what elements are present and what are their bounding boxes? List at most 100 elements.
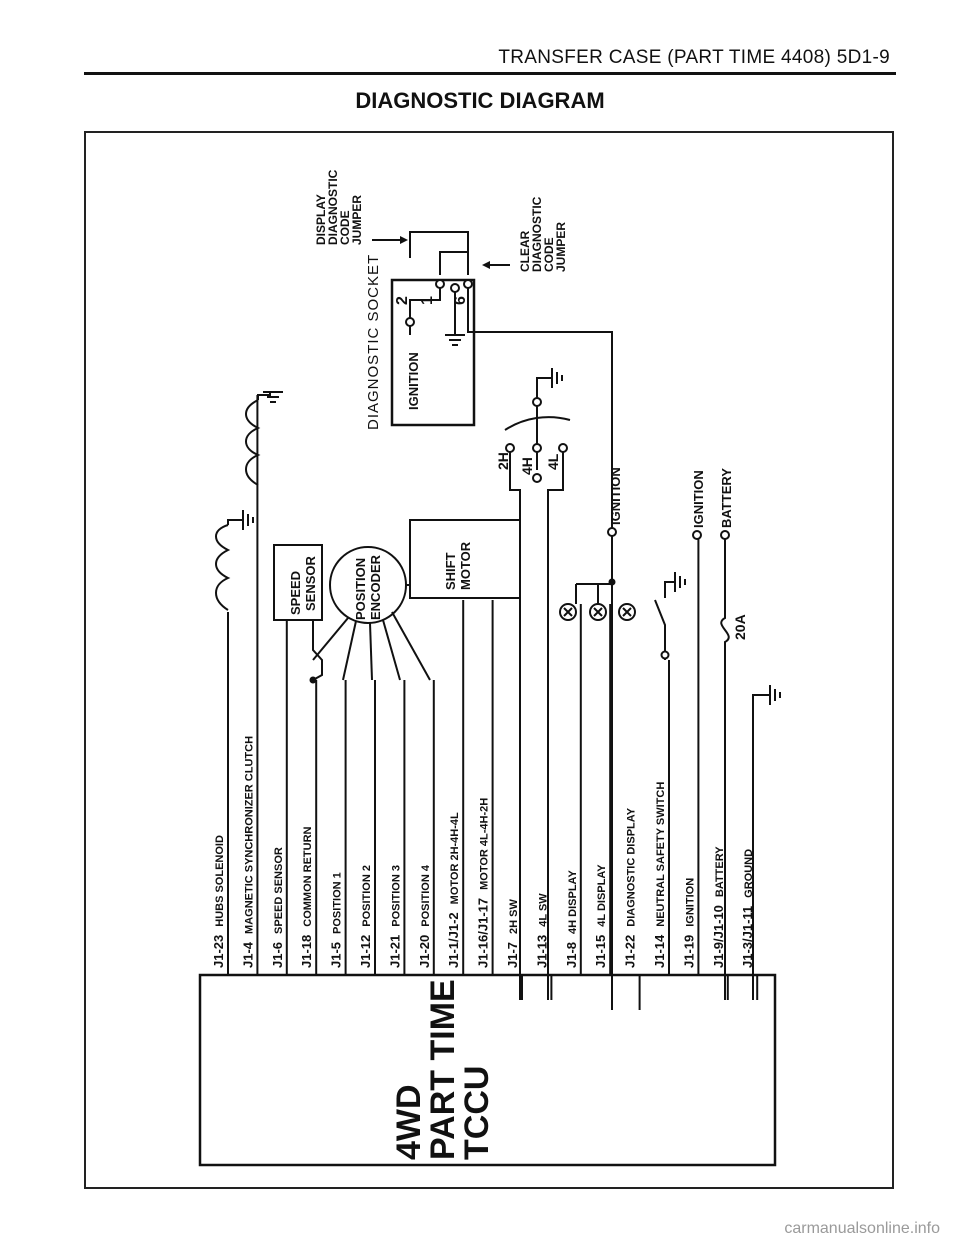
pin-label: J1-9/J1-10BATTERY xyxy=(711,846,726,968)
clear-jumper-label-3: CODE xyxy=(542,237,556,272)
mode-switch-ground-wire xyxy=(536,377,552,398)
arrow-head xyxy=(482,261,490,269)
pin-label: J1-14NEUTRAL SAFETY SWITCH xyxy=(652,782,667,968)
socket-terminal xyxy=(463,279,473,289)
diagnostic-socket-label: DIAGNOSTIC SOCKET xyxy=(365,254,382,430)
neutral-safety-switch xyxy=(654,599,666,660)
speed-sensor-label-2: SENSOR xyxy=(303,555,318,611)
mode-label-4h: 4H xyxy=(519,457,535,475)
pin-label: J1-4MAGNETIC SYNCHRONIZER CLUTCH xyxy=(240,736,255,968)
switch-terminal xyxy=(660,650,670,660)
pin-function: 2H SW xyxy=(508,899,520,934)
ground-symbol xyxy=(242,510,254,530)
pin-label: J1-5POSITION 1 xyxy=(329,872,344,968)
clutch-lead xyxy=(257,392,271,400)
pin-label: J1-72H SW xyxy=(505,899,520,968)
wire-4l-switch xyxy=(547,452,564,1000)
pin-function: 4H DISPLAY xyxy=(567,870,579,934)
pin-label: J1-84H DISPLAY xyxy=(564,870,579,968)
socket-terminal xyxy=(405,317,415,327)
shift-motor-label-2: MOTOR xyxy=(458,541,473,590)
socket-pin-2: 2 xyxy=(394,296,411,305)
display-jumper-label-2: DIAGNOSTIC xyxy=(326,169,340,245)
ignition-terminal xyxy=(692,530,702,540)
ground-symbol xyxy=(674,572,686,592)
mode-label-2h: 2H xyxy=(495,452,511,470)
switch-terminal xyxy=(532,397,542,407)
pin-function: DIAGNOSTIC DISPLAY xyxy=(626,807,638,926)
pin-function: MOTOR 4L-4H-2H xyxy=(479,798,491,890)
header-page-number: 5D1-9 xyxy=(836,47,890,68)
pin-label: J1-22DIAGNOSTIC DISPLAY xyxy=(623,807,638,968)
clear-jumper-label-1: CLEAR xyxy=(518,230,532,272)
pin-function: 4L DISPLAY xyxy=(596,864,608,927)
display-jumper-loop xyxy=(409,231,469,258)
pin-function: POSITION 1 xyxy=(332,872,344,934)
arrow-head xyxy=(400,236,408,244)
battery-terminal xyxy=(720,530,730,540)
encoder-wire xyxy=(391,611,431,681)
pin-function: POSITION 2 xyxy=(361,865,373,927)
diagram-frame xyxy=(84,131,894,1189)
module-line-1: 4WD xyxy=(390,1084,428,1160)
ignition-label-2: IGNITION xyxy=(691,470,706,528)
fuse-20a xyxy=(720,539,730,1000)
pin-function: 4L SW xyxy=(537,893,549,927)
page-title: DIAGNOSTIC DIAGRAM xyxy=(355,88,605,113)
switch-terminal xyxy=(505,443,515,453)
pin-label: J1-12POSITION 2 xyxy=(358,865,373,968)
pin-label: J1-16/J1-17MOTOR 4L-4H-2H xyxy=(476,798,491,968)
speed-sensor-label-1: SPEED xyxy=(288,571,303,615)
module-line-2: PART TIME xyxy=(424,979,462,1160)
socket-pin-1: 1 xyxy=(419,296,436,305)
header-section: TRANSFER CASE (PART TIME 4408) xyxy=(498,47,832,68)
socket-ignition-label: IGNITION xyxy=(406,352,421,410)
ground-symbol xyxy=(769,685,781,705)
socket-pin-6: 6 xyxy=(452,296,469,305)
pin-label: J1-1/J1-2MOTOR 2H-4H-4L xyxy=(446,812,461,968)
pin-label: J1-21POSITION 3 xyxy=(387,865,402,968)
ground-wire xyxy=(752,694,770,1000)
pin-label: J1-19IGNITION xyxy=(681,878,696,968)
pin-function: HUBS SOLENOID xyxy=(214,835,226,927)
clear-jumper-label-4: JUMPER xyxy=(554,222,568,272)
fuse-label: 20A xyxy=(732,614,748,640)
lamp-leads xyxy=(575,584,599,604)
junction-dot xyxy=(309,676,317,684)
pin-label: J1-6SPEED SENSOR xyxy=(270,847,285,968)
synchronizer-clutch-coil xyxy=(245,399,261,486)
pin-function: SPEED SENSOR xyxy=(273,847,285,934)
pin-function: NEUTRAL SAFETY SWITCH xyxy=(655,782,667,927)
encoder-wire xyxy=(369,622,373,681)
pin-label: J1-20POSITION 4 xyxy=(417,864,432,968)
pin-label: J1-18COMMON RETURN xyxy=(299,826,314,968)
encoder-label-2: ENCODER xyxy=(368,554,383,620)
encoder-wire xyxy=(382,619,401,681)
clear-jumper-loop xyxy=(439,251,469,275)
neutral-switch-ground-wire xyxy=(664,581,675,598)
diagnostic-display-wire xyxy=(467,288,613,1010)
ignition-terminal xyxy=(607,527,617,537)
speed-sensor-box xyxy=(273,544,323,621)
diagnostic-socket-box xyxy=(390,278,476,427)
clear-jumper-label-2: DIAGNOSTIC xyxy=(530,196,544,272)
pin-function: MOTOR 2H-4H-4L xyxy=(449,812,461,904)
pin-function: POSITION 3 xyxy=(390,865,402,927)
wire-2h-switch xyxy=(509,452,521,1000)
tccu-module-box xyxy=(198,973,777,1167)
mode-label-4l: 4L xyxy=(545,453,561,470)
display-jumper-label-3: CODE xyxy=(338,210,352,245)
hubs-solenoid-coil xyxy=(215,524,231,611)
socket-terminal xyxy=(435,279,445,289)
speed-sensor-lead xyxy=(312,620,323,681)
shift-motor-label-1: SHIFT xyxy=(443,552,458,590)
display-jumper-label-1: DISPLAY xyxy=(314,194,328,245)
display-jumper-label-4: JUMPER xyxy=(350,195,364,245)
pin-function: BATTERY xyxy=(714,846,726,897)
ignition-label-1: IGNITION xyxy=(608,467,623,525)
pin-label: J1-154L DISPLAY xyxy=(593,864,608,968)
socket-wire-2 xyxy=(409,288,441,318)
pin-function: IGNITION xyxy=(684,878,696,927)
module-line-3: TCCU xyxy=(458,1066,496,1160)
